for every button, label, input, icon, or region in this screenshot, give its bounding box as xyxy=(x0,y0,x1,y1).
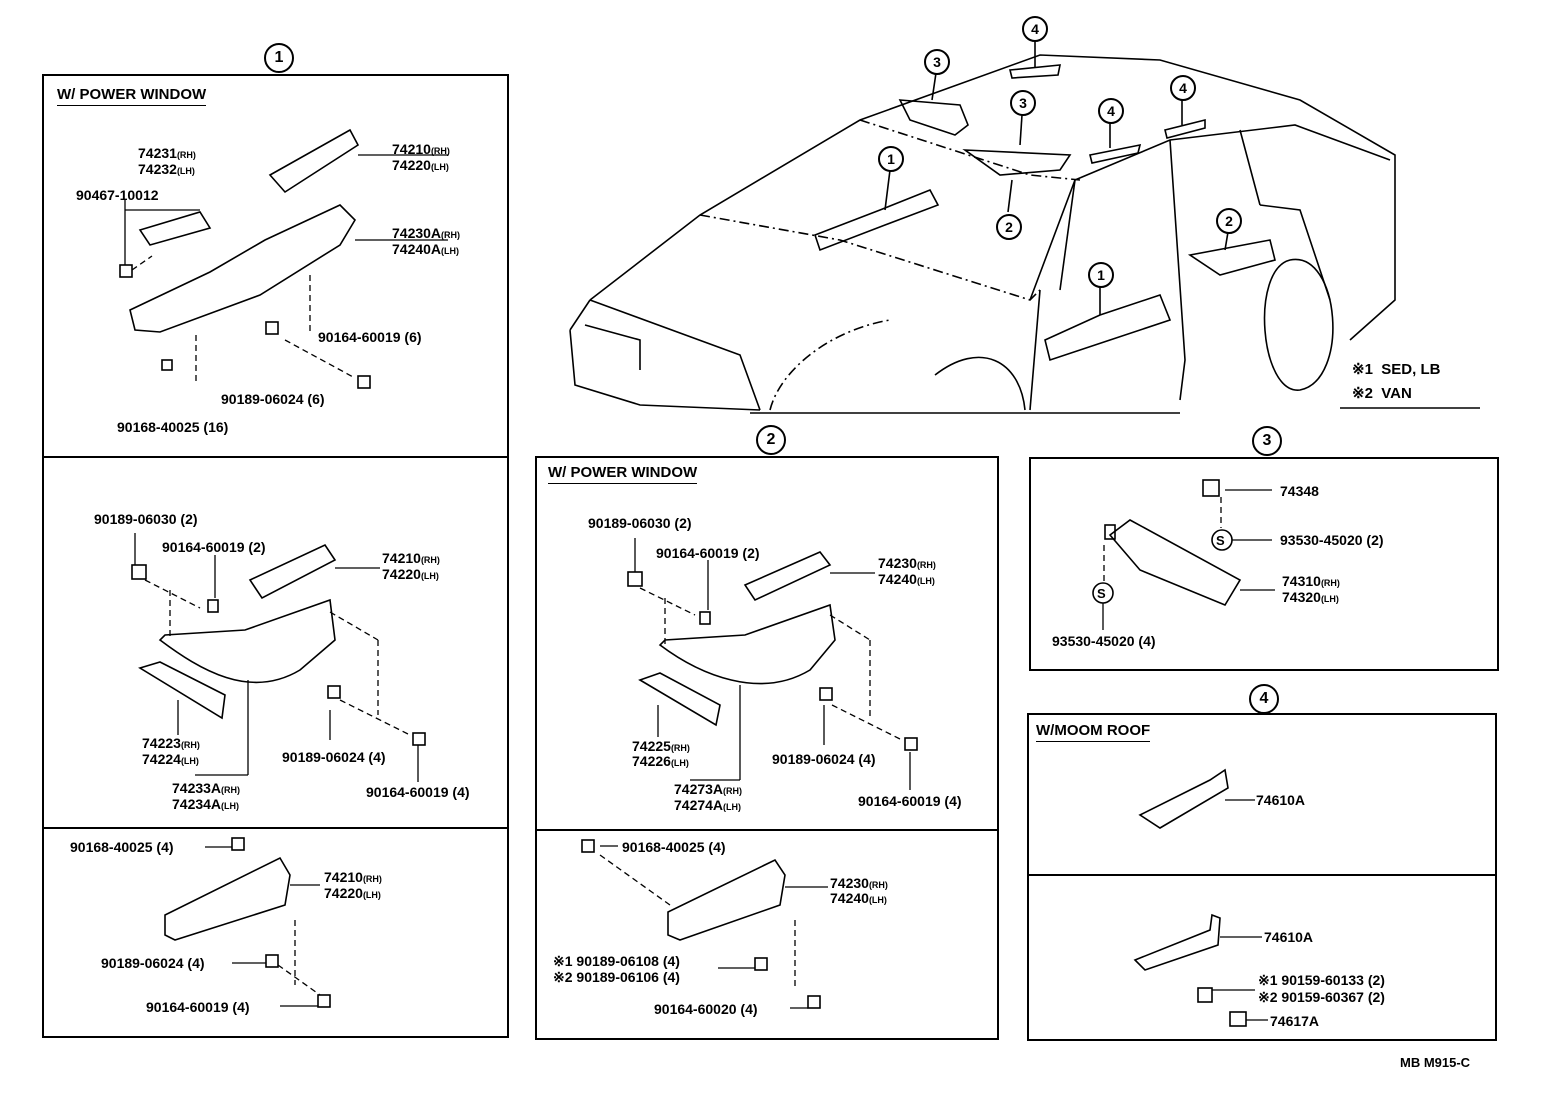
section-1-frame xyxy=(42,74,509,1038)
part-label: ※2 90189-06106 (4) xyxy=(553,969,680,985)
part-label: 90189-06030 (2) xyxy=(94,511,198,527)
part-label: 90164-60019 (2) xyxy=(162,539,266,555)
part-label: 74210(RH) xyxy=(324,869,382,885)
legend-mark-1: ※1 xyxy=(1352,361,1373,378)
section-3-marker: 3 xyxy=(1252,426,1282,456)
part-label: 74230(RH) xyxy=(830,875,888,891)
part-label: 74320(LH) xyxy=(1282,589,1339,605)
part-label: 90467-10012 xyxy=(76,187,159,203)
part-label: ※2 90159-60367 (2) xyxy=(1258,989,1385,1005)
part-label: 74210(RH) xyxy=(382,550,440,566)
section-4-title: W/MOOM ROOF xyxy=(1036,722,1151,742)
part-label: 74610A xyxy=(1264,929,1314,945)
part-label: 74240(LH) xyxy=(830,890,887,906)
part-label: 90189-06024 (6) xyxy=(221,391,325,407)
car-marker-3b: 3 xyxy=(1010,90,1036,116)
car-marker-4b: 4 xyxy=(1098,98,1124,124)
car-marker-2b: 2 xyxy=(1216,208,1242,234)
part-label: 93530-45020 (4) xyxy=(1052,633,1156,649)
section-1-marker: 1 xyxy=(264,43,294,73)
part-label: 74234A(LH) xyxy=(172,796,240,812)
legend-row-2: ※2 VAN xyxy=(1352,384,1412,402)
part-label: 74233A(RH) xyxy=(172,780,241,796)
legend-text-1: SED, LB xyxy=(1381,361,1441,378)
part-label: 74223(RH) xyxy=(142,735,200,751)
section-4-frame xyxy=(1027,713,1497,1041)
car-marker-4c: 4 xyxy=(1170,75,1196,101)
armrest-base-a xyxy=(129,204,357,333)
car-marker-2a: 2 xyxy=(996,214,1022,240)
part-label: 74210(RH) xyxy=(392,141,450,157)
part-label: 90189-06024 (4) xyxy=(772,751,876,767)
part-label: 74348 xyxy=(1280,483,1319,499)
part-label: 90189-06024 (4) xyxy=(101,955,205,971)
part-label: 90168-40025 (4) xyxy=(70,839,174,855)
section-2-marker: 2 xyxy=(756,425,786,455)
part-label: ※1 90159-60133 (2) xyxy=(1258,972,1385,988)
part-label: ※1 90189-06108 (4) xyxy=(553,953,680,969)
section-1-title: W/ POWER WINDOW xyxy=(57,86,207,106)
part-label: 93530-45020 (2) xyxy=(1280,532,1384,548)
part-label: 90164-60019 (4) xyxy=(366,784,470,800)
part-label: 74274A(LH) xyxy=(674,797,742,813)
section-4-marker: 4 xyxy=(1249,684,1279,714)
car-marker-1a: 1 xyxy=(878,146,904,172)
part-label: 74230A(RH) xyxy=(392,225,461,241)
part-label: 90168-40025 (4) xyxy=(622,839,726,855)
legend-text-2: VAN xyxy=(1381,385,1412,402)
part-label: 90164-60019 (6) xyxy=(318,329,422,345)
part-label: 74224(LH) xyxy=(142,751,199,767)
part-label: 74310(RH) xyxy=(1282,573,1340,589)
part-label: 74220(LH) xyxy=(382,566,439,582)
part-label: 74220(LH) xyxy=(324,885,381,901)
legend-mark-2: ※2 xyxy=(1352,385,1373,402)
part-label: 74220(LH) xyxy=(392,157,449,173)
part-label: 74610A xyxy=(1256,792,1306,808)
part-label: 74232(LH) xyxy=(138,161,195,177)
svg-text:S: S xyxy=(1097,586,1106,601)
car-marker-4a: 4 xyxy=(1022,16,1048,42)
part-label: 90189-06024 (4) xyxy=(282,749,386,765)
part-label: 90164-60020 (4) xyxy=(654,1001,758,1017)
car-marker-1b: 1 xyxy=(1088,262,1114,288)
part-label: 74273A(RH) xyxy=(674,781,743,797)
car-marker-3a: 3 xyxy=(924,49,950,75)
part-label: 90189-06030 (2) xyxy=(588,515,692,531)
armrest-cap-a xyxy=(268,128,360,194)
section-2-frame xyxy=(535,456,999,1040)
part-label: 74240A(LH) xyxy=(392,241,460,257)
part-label: 90164-60019 (4) xyxy=(858,793,962,809)
part-label: 90164-60019 (4) xyxy=(146,999,250,1015)
part-label: 90164-60019 (2) xyxy=(656,545,760,561)
part-label: 90168-40025 (16) xyxy=(117,419,229,435)
part-label: 74226(LH) xyxy=(632,753,689,769)
switch-plate-a xyxy=(138,211,212,246)
part-label: 74617A xyxy=(1270,1013,1320,1029)
svg-text:S: S xyxy=(1216,533,1225,548)
part-label: 74240(LH) xyxy=(878,571,935,587)
part-label: 74225(RH) xyxy=(632,738,690,754)
diagram-code: MB M915-C xyxy=(1400,1055,1471,1070)
section-3-frame xyxy=(1029,457,1499,671)
part-label: 74230(RH) xyxy=(878,555,936,571)
section-2-title: W/ POWER WINDOW xyxy=(548,464,698,484)
part-label: 74231(RH) xyxy=(138,145,196,161)
legend-row-1: ※1 SED, LB xyxy=(1352,360,1440,378)
car-illustration xyxy=(569,41,1396,414)
